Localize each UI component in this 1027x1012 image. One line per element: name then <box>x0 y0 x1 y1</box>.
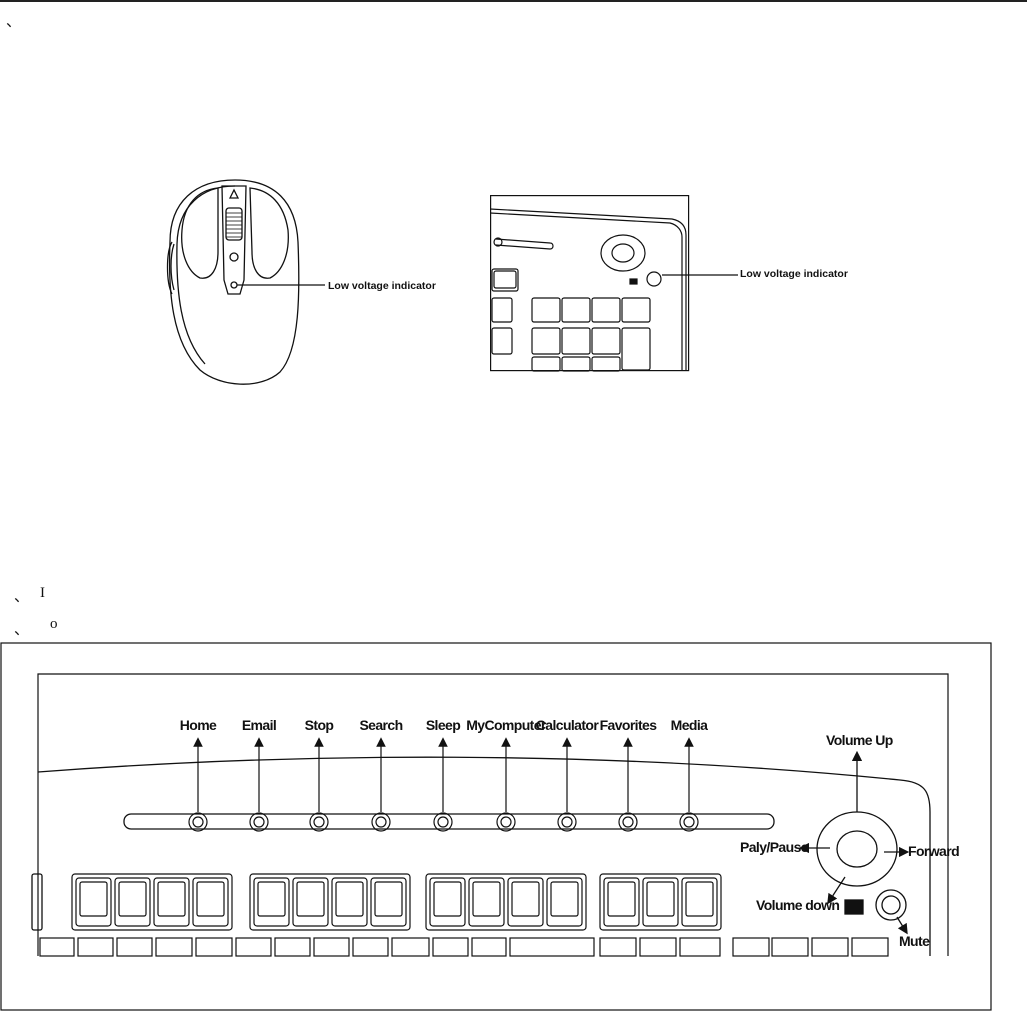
svg-text:Low voltage indicator: Low voltage indicator <box>328 280 436 292</box>
svg-text:Low voltage indicator: Low voltage indicator <box>740 268 848 280</box>
fkey-group <box>71 873 233 931</box>
keyboard-hotkey-figure: Home Email Stop Search Sleep MyComputerCalcul… <box>0 642 992 1011</box>
fkey-group <box>249 873 411 931</box>
hotkey-label-home: Home <box>180 717 217 733</box>
keyboard-key <box>429 877 466 927</box>
hotkey-label-media: Media <box>671 717 708 733</box>
hotkey-label-mycomputer: MyComputer <box>466 717 547 733</box>
keyboard-key-top <box>335 881 364 917</box>
volume-up-label: Volume Up <box>826 732 893 748</box>
keyboard-key <box>75 877 112 927</box>
mouse-indicator-label: Low voltage indicator <box>328 280 436 292</box>
list-mark: 、 <box>14 589 30 605</box>
keyboard-key <box>732 937 770 957</box>
forward-label: Forward <box>908 843 959 859</box>
keyboard-key <box>851 937 889 957</box>
list-mark: 、 <box>14 622 30 638</box>
keyboard-key <box>679 937 721 957</box>
keyboard-key-top <box>607 881 636 917</box>
hotkey-button-sleep <box>433 812 453 832</box>
hotkey-icon <box>561 816 573 828</box>
hotkey-button-home <box>188 812 208 832</box>
keyboard-key <box>771 937 809 957</box>
hotkey-icon <box>500 816 512 828</box>
top-rule <box>0 0 1027 2</box>
keyboard-key <box>391 937 430 957</box>
keyboard-key <box>235 937 272 957</box>
hotkey-label-search: Search <box>359 717 402 733</box>
list-item-o: o <box>50 616 58 632</box>
keyboard-key <box>599 937 637 957</box>
hotkey-button-search <box>371 812 391 832</box>
keyboard-corner-figure <box>490 195 738 372</box>
keyboard-key <box>642 877 679 927</box>
hotkey-label-email: Email <box>242 717 276 733</box>
keyboard-key <box>468 877 505 927</box>
keyboard-key-top <box>685 881 714 917</box>
keyboard-key <box>77 937 114 957</box>
keyboard-key <box>313 937 350 957</box>
hotkey-button-stop <box>309 812 329 832</box>
keyboard-key-top <box>296 881 325 917</box>
keyboard-key <box>471 937 507 957</box>
keyboard-key <box>352 937 389 957</box>
hotkey-button-calculator <box>557 812 577 832</box>
keyboard-key <box>509 937 595 957</box>
keyboard-key <box>681 877 718 927</box>
keyboard-key <box>546 877 583 927</box>
keyboard-key-top <box>511 881 540 917</box>
keyboard-key <box>195 937 233 957</box>
keyboard-key <box>811 937 849 957</box>
keyboard-key-top <box>118 881 147 917</box>
keyboard-key-top <box>550 881 579 917</box>
keyboard-key <box>603 877 640 927</box>
keyboard-key <box>639 937 677 957</box>
mouse-figure <box>166 179 325 385</box>
hotkey-label-stop: Stop <box>305 717 334 733</box>
keyboard-key <box>507 877 544 927</box>
keyboard-key <box>192 877 229 927</box>
keyboard-key <box>370 877 407 927</box>
keyboard-key-top <box>157 881 186 917</box>
keyboard-key-top <box>374 881 403 917</box>
keyboard-key-top <box>646 881 675 917</box>
keyboard-key <box>114 877 151 927</box>
hotkey-icon <box>683 816 695 828</box>
volume-down-label: Volume down <box>756 897 839 913</box>
list-mark: 、 <box>6 14 22 30</box>
hotkey-icon <box>313 816 325 828</box>
hotkey-label-favorites: Favorites <box>600 717 658 733</box>
keyboard-key-top <box>257 881 286 917</box>
hotkey-label-sleep: Sleep <box>426 717 460 733</box>
hotkey-icon <box>375 816 387 828</box>
keyboard-key <box>253 877 290 927</box>
hotkey-label-calculator: Calculator <box>536 717 600 733</box>
keyboard-key <box>274 937 311 957</box>
hotkey-button-mycomputer <box>496 812 516 832</box>
hotkey-icon <box>253 816 265 828</box>
hotkey-icon <box>622 816 634 828</box>
mute-label: Mute <box>899 933 930 949</box>
fkey-group <box>425 873 587 931</box>
keyboard-key <box>331 877 368 927</box>
hotkey-button-email <box>249 812 269 832</box>
keyboard-key <box>155 937 193 957</box>
hotkey-button-favorites <box>618 812 638 832</box>
keyboard-key-top <box>472 881 501 917</box>
fkey-group <box>599 873 722 931</box>
keyboard-key <box>116 937 153 957</box>
keyboard-key <box>292 877 329 927</box>
keyboard-key-top <box>196 881 225 917</box>
hotkey-icon <box>437 816 449 828</box>
play-pause-label: Paly/Pause <box>740 839 809 855</box>
hotkey-button-media <box>679 812 699 832</box>
keyboard-key-top <box>433 881 462 917</box>
keyboard-key-top <box>79 881 108 917</box>
keyboard-key <box>39 937 75 957</box>
keyboard-key <box>153 877 190 927</box>
keyboard-key <box>432 937 469 957</box>
list-item-i: I <box>40 585 45 601</box>
hotkey-icon <box>192 816 204 828</box>
keyboard-indicator-label: Low voltage indicator <box>740 268 848 280</box>
